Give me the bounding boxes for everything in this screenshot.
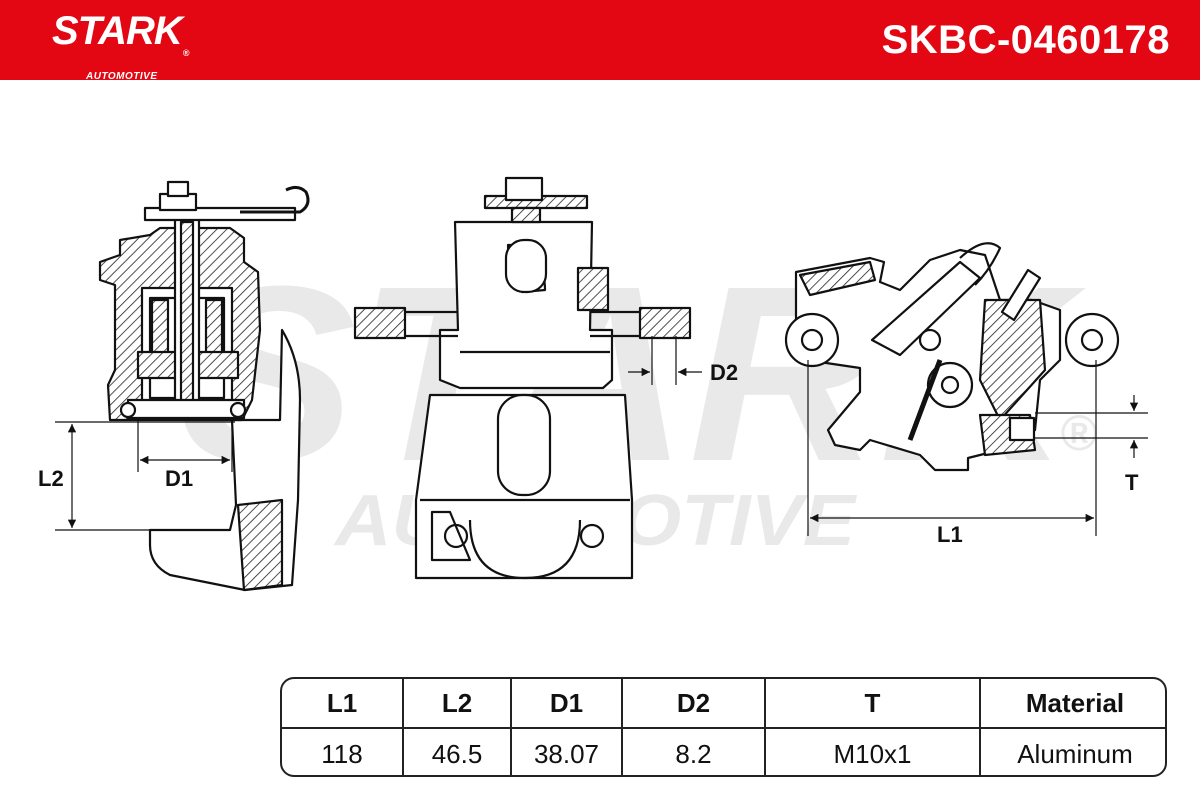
dim-label-l2: L2 xyxy=(38,466,64,491)
spec-table: L1 L2 D1 D2 T Material 118 46.5 38.07 8.… xyxy=(280,677,1167,777)
watermark-registered-mark: ® xyxy=(1060,405,1097,461)
middle-dimensions xyxy=(628,336,702,385)
caliper-technical-drawing: STARK AUTOMOTIVE ® xyxy=(38,176,1148,592)
right-dimensions xyxy=(807,360,1148,536)
header-bar: STARK ® AUTOMOTIVE SKBC-0460178 xyxy=(0,0,1200,82)
dim-label-t: T xyxy=(1125,470,1139,495)
spec-value-l1: 118 xyxy=(282,729,404,775)
left-section-view xyxy=(98,180,310,592)
logo-registered-mark: ® xyxy=(182,48,190,58)
spec-header-l2: L2 xyxy=(404,679,512,729)
spec-header-d2: D2 xyxy=(623,679,766,729)
spec-value-l2: 46.5 xyxy=(404,729,512,775)
spec-value-d2: 8.2 xyxy=(623,729,766,775)
spec-header-l1: L1 xyxy=(282,679,404,729)
spec-header-material: Material xyxy=(981,679,1165,729)
left-dimensions xyxy=(55,420,235,531)
logo-subtitle: AUTOMOTIVE xyxy=(86,71,158,82)
spec-value-d1: 38.07 xyxy=(512,729,623,775)
spec-header-t: T xyxy=(766,679,981,729)
spec-header-d1: D1 xyxy=(512,679,623,729)
stark-logo: STARK ® AUTOMOTIVE xyxy=(52,9,190,82)
logo-brand-text: STARK xyxy=(52,9,183,53)
spec-value-material: Aluminum xyxy=(1017,738,1133,769)
middle-front-view xyxy=(353,176,692,580)
spec-value-t: M10x1 xyxy=(766,729,981,775)
part-number: SKBC-0460178 xyxy=(881,18,1170,62)
right-rear-view xyxy=(784,242,1120,472)
dim-label-l1: L1 xyxy=(937,522,963,547)
dim-label-d1: D1 xyxy=(165,466,193,491)
dim-label-d2: D2 xyxy=(710,360,738,385)
